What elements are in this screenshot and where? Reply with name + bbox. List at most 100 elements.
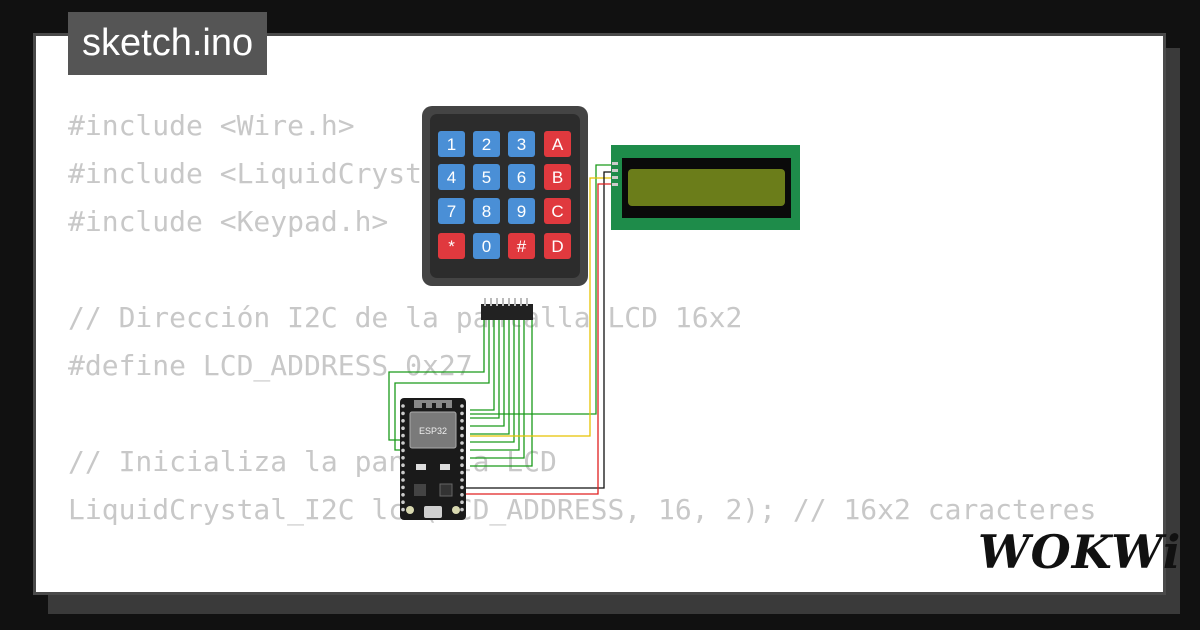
wire-green bbox=[470, 318, 505, 427]
file-name-tab: sketch.ino bbox=[68, 12, 268, 75]
esp32-pin bbox=[401, 448, 405, 453]
keypad-key: 1 bbox=[438, 131, 465, 157]
keypad-key: C bbox=[544, 198, 571, 224]
esp32-pin bbox=[460, 441, 464, 445]
esp32-pin bbox=[460, 493, 464, 497]
esp32-pin bbox=[401, 441, 405, 445]
wire-green bbox=[470, 318, 520, 451]
lcd-i2c-pins bbox=[612, 162, 618, 186]
keypad-key-label: 6 bbox=[517, 168, 526, 187]
keypad-key-label: 7 bbox=[447, 202, 456, 221]
esp32-pin bbox=[401, 456, 405, 460]
keypad-pin bbox=[520, 298, 522, 306]
code-line: #include <Wire.h> bbox=[68, 109, 355, 142]
keypad-key: 9 bbox=[508, 198, 535, 224]
keypad-pin bbox=[508, 298, 510, 306]
wire-green bbox=[470, 318, 515, 443]
wire-green bbox=[470, 318, 510, 435]
esp32-pin bbox=[401, 411, 405, 416]
wire-green bbox=[470, 318, 500, 419]
esp32-pins bbox=[401, 404, 464, 512]
esp32-pin bbox=[460, 485, 464, 490]
keypad-key-label: 3 bbox=[517, 135, 526, 154]
keypad-key: * bbox=[438, 233, 465, 259]
esp32-pin bbox=[460, 507, 464, 512]
wire-green bbox=[388, 318, 485, 441]
esp32-pin bbox=[401, 463, 405, 468]
code-line: // Definición del teclado matricial 4x4 bbox=[68, 582, 1096, 592]
esp32-pin bbox=[460, 470, 464, 475]
esp32-pin bbox=[401, 485, 405, 490]
keypad-key: 8 bbox=[473, 198, 500, 224]
keypad-key-label: A bbox=[552, 135, 564, 154]
keypad-pin bbox=[490, 298, 492, 306]
wire-green bbox=[470, 318, 533, 467]
keypad-pin bbox=[514, 298, 516, 306]
keypad-key-label: 1 bbox=[447, 135, 456, 154]
keypad-key-label: 8 bbox=[482, 202, 491, 221]
lcd-16x2 bbox=[611, 145, 800, 230]
esp32-board: ESP32 bbox=[400, 398, 466, 520]
keypad-pin bbox=[502, 298, 504, 306]
esp32-pin bbox=[460, 411, 464, 416]
keypad-key-label: 4 bbox=[447, 168, 456, 187]
keypad-key-label: B bbox=[552, 168, 563, 187]
keypad-pins bbox=[484, 298, 528, 306]
wire-yellow-lcd bbox=[470, 177, 614, 437]
keypad-key-label: 5 bbox=[482, 168, 491, 187]
esp32-pin bbox=[401, 433, 405, 438]
esp32-pin bbox=[401, 419, 405, 423]
esp32-pin bbox=[401, 404, 405, 408]
wire-red-lcd bbox=[464, 183, 614, 495]
keypad-pin bbox=[526, 298, 528, 306]
keypad-key-label: C bbox=[551, 202, 563, 221]
wire-green bbox=[394, 318, 490, 451]
antenna-icon bbox=[414, 400, 452, 408]
esp32-label: ESP32 bbox=[419, 426, 447, 436]
keypad-key: A bbox=[544, 131, 571, 157]
keypad-key-label: D bbox=[551, 237, 563, 256]
keypad-key: 6 bbox=[508, 164, 535, 190]
wire-black-lcd bbox=[464, 171, 614, 489]
keypad-key: 2 bbox=[473, 131, 500, 157]
keypad-connector bbox=[481, 304, 533, 320]
keypad-key-label: # bbox=[517, 237, 527, 256]
wire-green bbox=[470, 318, 495, 411]
esp32-pin bbox=[460, 478, 464, 482]
wires bbox=[388, 164, 614, 495]
esp32-pin bbox=[460, 463, 464, 468]
code-line: #define LCD_ADDRESS 0x27 bbox=[68, 349, 473, 382]
wire-green bbox=[470, 318, 525, 459]
esp32-pin bbox=[460, 456, 464, 460]
esp32-pin bbox=[401, 426, 405, 431]
wire-green-lcd bbox=[470, 164, 614, 415]
keypad-key: B bbox=[544, 164, 571, 190]
esp32-pin bbox=[460, 419, 464, 423]
keypad-key: 5 bbox=[473, 164, 500, 190]
esp32-pin bbox=[460, 426, 464, 431]
esp32-pin bbox=[401, 493, 405, 497]
usb-port bbox=[424, 506, 442, 518]
keypad-key-label: 0 bbox=[482, 237, 491, 256]
keypad-key-label: * bbox=[448, 237, 455, 256]
esp32-pin bbox=[401, 478, 405, 482]
code-preview-card: #include <Wire.h>#include <LiquidCrystal… bbox=[33, 33, 1166, 595]
keypad-key: 7 bbox=[438, 198, 465, 224]
keypad-pin bbox=[484, 298, 486, 306]
keypad-key: 0 bbox=[473, 233, 500, 259]
keypad-key-label: 2 bbox=[482, 135, 491, 154]
code-line: #include <Keypad.h> bbox=[68, 205, 389, 238]
esp32-pin bbox=[460, 448, 464, 453]
esp32-pin bbox=[460, 433, 464, 438]
keypad-key: # bbox=[508, 233, 535, 259]
wokwi-logo: WOKWi bbox=[978, 525, 1182, 579]
esp32-pin bbox=[401, 507, 405, 512]
code-line: // Dirección I2C de la pantalla LCD 16x2 bbox=[68, 301, 743, 334]
esp32-module bbox=[409, 411, 457, 449]
keypad-pin bbox=[496, 298, 498, 306]
keypad-key: 3 bbox=[508, 131, 535, 157]
esp32-pin bbox=[401, 470, 405, 475]
